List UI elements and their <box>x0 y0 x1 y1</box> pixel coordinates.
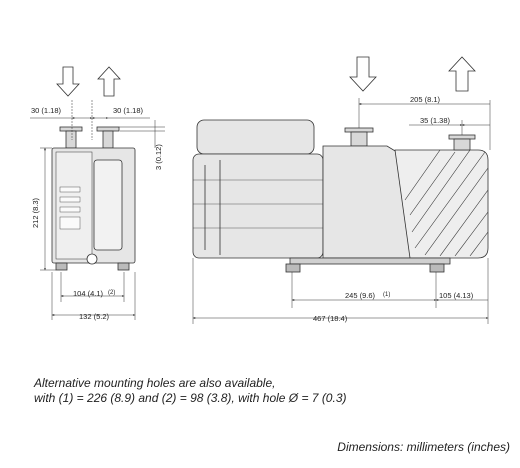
dim-side-height: 212 (8.3) <box>31 197 40 228</box>
dim-front-end-offset: 105 (4.13) <box>439 291 474 300</box>
dim-front-foot-ref: (1) <box>383 292 390 298</box>
dim-front-port-offset: 35 (1.38) <box>420 116 451 125</box>
dim-front-foot-spacing: 245 (9.6) <box>345 291 376 300</box>
dim-front-outlet-offset: 205 (8.1) <box>410 95 441 104</box>
note-line-2: with (1) = 226 (8.9) and (2) = 98 (3.8),… <box>34 391 347 405</box>
dim-side-left-offset: 30 (1.18) <box>31 106 62 115</box>
inlet-arrow-icon <box>349 56 377 92</box>
dim-side-right-offset: 30 (1.18) <box>113 106 144 115</box>
note-line-1: Alternative mounting holes are also avai… <box>34 376 276 390</box>
dim-front-length: 467 (18.4) <box>313 314 348 323</box>
mounting-holes-note: Alternative mounting holes are also avai… <box>34 376 347 406</box>
units-footer: Dimensions: millimeters (inches) <box>337 440 510 454</box>
dim-side-width: 132 (5.2) <box>79 312 110 321</box>
dim-side-flange-height: 3 (0.12) <box>154 144 163 170</box>
inlet-arrow-icon <box>56 66 80 97</box>
pump-dimension-drawing: 30 (1.18) 30 (1.18) 3 (0.12) 212 (8.3) 1… <box>30 56 491 324</box>
side-view <box>51 66 136 271</box>
motor <box>192 153 324 259</box>
front-view <box>192 56 489 273</box>
dim-side-foot-spacing: 104 (4.1) <box>73 289 104 298</box>
dim-side-foot-ref: (2) <box>108 290 115 296</box>
outlet-arrow-icon <box>97 66 121 97</box>
outlet-arrow-icon <box>448 56 476 92</box>
terminal-box <box>196 119 315 155</box>
